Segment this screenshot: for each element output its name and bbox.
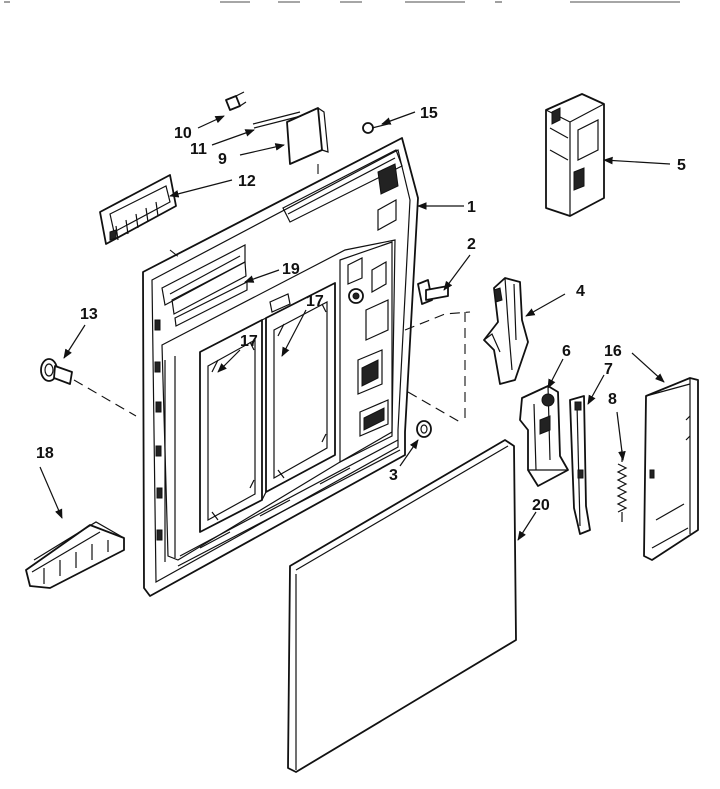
end-cap-part-18 (25, 521, 125, 589)
callout-19: 19 (282, 261, 300, 278)
callout-1: 1 (467, 199, 476, 216)
leader-arrows (39, 111, 671, 541)
latch-assembly-part-6 (519, 385, 569, 487)
knob-part-13 (40, 358, 73, 385)
callout-10: 10 (174, 125, 192, 142)
callout-17-right: 17 (306, 293, 324, 310)
screw-part-10 (225, 91, 247, 111)
screw-part-15 (362, 122, 389, 134)
nut-part-3 (416, 420, 432, 438)
callout-15: 15 (420, 105, 438, 122)
callout-20: 20 (532, 497, 550, 514)
callout-18: 18 (36, 445, 54, 462)
callout-2: 2 (467, 236, 476, 253)
side-panel-part-16 (643, 377, 699, 561)
bracket-part-12 (99, 174, 177, 245)
callout-13: 13 (80, 306, 98, 323)
spring-part-8 (616, 450, 628, 522)
rod-part-11 (252, 111, 302, 129)
callout-3: 3 (389, 467, 398, 484)
callout-4: 4 (576, 283, 585, 300)
callout-7: 7 (604, 361, 613, 378)
frame-left-slots (154, 319, 163, 541)
callout-17-left: 17 (240, 333, 258, 350)
latch-pin-part-2 (417, 279, 449, 305)
callout-labels: 1 2 3 4 5 6 7 8 9 10 11 12 13 15 16 17 1… (36, 105, 686, 514)
callout-12: 12 (238, 173, 256, 190)
callout-9: 9 (218, 151, 227, 168)
assembly-lines (73, 164, 471, 423)
callout-16: 16 (604, 343, 622, 360)
door-panel-part-20 (287, 439, 517, 773)
inner-door-frame-part-1 (142, 137, 419, 597)
switch-housing-part-5 (545, 93, 605, 217)
latch-part-4 (483, 277, 529, 385)
callout-11: 11 (190, 141, 207, 158)
vent-cover-part-9 (286, 107, 329, 165)
lever-part-7 (569, 395, 591, 535)
callout-5: 5 (677, 157, 686, 174)
callout-8: 8 (608, 391, 617, 408)
callout-6: 6 (562, 343, 571, 360)
